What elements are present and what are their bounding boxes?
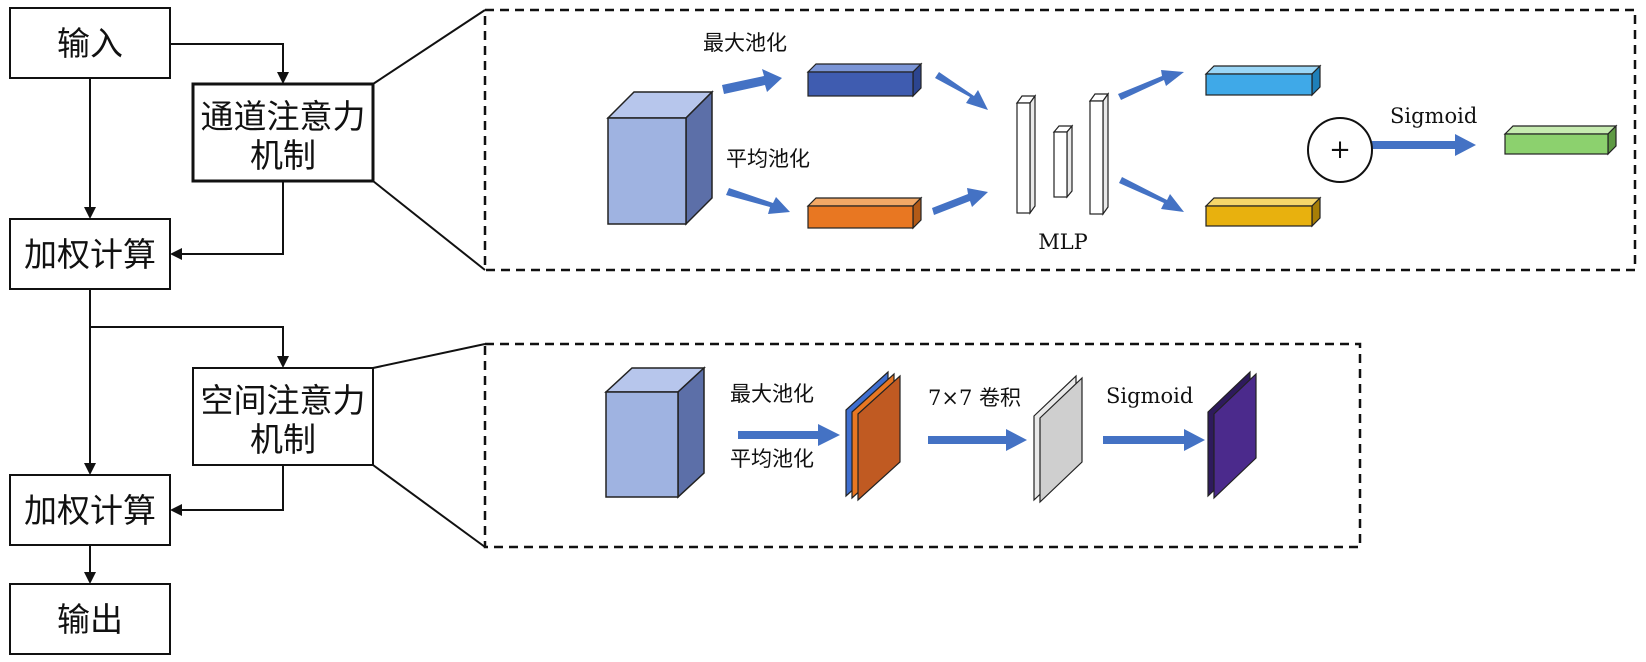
arrow-sum-to-sigmoid (1372, 134, 1476, 156)
spatial-avg-pool-label: 平均池化 (730, 447, 814, 471)
arrow-mlp-to-bottom (1119, 177, 1184, 212)
zoom-line-spatial-bottom (372, 464, 486, 548)
weighted-calc-label-2: 加权计算 (24, 491, 156, 530)
arrow-cube-to-avg (726, 188, 790, 214)
spatial-sigmoid-label: Sigmoid (1106, 384, 1193, 408)
channel-detail-frame (483, 8, 1637, 272)
weighted-calc-box-1 (9, 218, 171, 290)
channel-attention-box (191, 82, 375, 183)
spatial-attention-map (1207, 370, 1257, 500)
sum-circle (1307, 117, 1373, 183)
arrow-pooled-to-conv (928, 429, 1027, 451)
bar-mlp-out-top (1204, 64, 1322, 97)
arrow-avg-to-mlp (932, 188, 988, 215)
channel-feature-cube (606, 90, 714, 226)
channel-blue-arrows (722, 69, 1476, 215)
input-label: 输入 (57, 24, 123, 63)
mlp-layers (1015, 92, 1110, 216)
conv-output-map (1033, 374, 1083, 504)
arrow-mlp-to-top (1118, 70, 1184, 100)
input-box (9, 7, 171, 79)
arrow-spatial-to-weighted2 (170, 465, 284, 516)
zoom-line-channel-bottom (372, 180, 486, 271)
mlp-label: MLP (1038, 230, 1088, 254)
zoom-line-spatial-top (372, 343, 486, 369)
arrow-conv-to-sigmoid (1103, 429, 1205, 451)
bar-channel-weights (1503, 124, 1618, 156)
channel-avg-pool-label: 平均池化 (726, 147, 810, 171)
spatial-attention-label-2: 机制 (250, 420, 316, 459)
spatial-attention-box (192, 367, 374, 466)
spatial-max-pool-label: 最大池化 (730, 382, 814, 406)
arrow-weighted1-to-spatial (90, 326, 289, 368)
bar-max-pool (806, 62, 923, 98)
weighted-calc-label-1: 加权计算 (24, 235, 156, 274)
zoom-line-channel-top (372, 9, 486, 85)
arrow-cube-to-max (722, 69, 782, 94)
bar-avg-pool (806, 196, 923, 230)
arrow-max-to-mlp (935, 72, 988, 110)
channel-attention-label-1: 通道注意力 (201, 97, 366, 136)
spatial-feature-cube (604, 366, 706, 499)
flow-chart: 输入 通道注意力 机制 加权计算 空间注意力 机制 加权计算 输出 (9, 7, 486, 655)
conv-label: 7×7 卷积 (928, 386, 1021, 410)
output-label: 输出 (57, 600, 123, 639)
arrow-channel-to-weighted1 (170, 181, 284, 260)
sum-symbol: + (1329, 135, 1351, 165)
channel-attention-detail: 最大池化 平均池化 (483, 8, 1637, 272)
spatial-attention-detail: 最大池化 平均池化 7×7 卷积 Sigmoid (483, 342, 1362, 549)
channel-attention-label-2: 机制 (250, 136, 316, 175)
arrow-cube-to-pooled (738, 424, 840, 446)
spatial-blue-arrows (738, 424, 1205, 451)
arrow-input-to-channel (170, 43, 289, 84)
pooled-feature-maps (845, 370, 901, 502)
spatial-attention-label-1: 空间注意力 (201, 381, 366, 420)
channel-sigmoid-label: Sigmoid (1390, 104, 1477, 128)
output-box (9, 583, 171, 655)
spatial-detail-frame (483, 342, 1362, 549)
bar-mlp-out-bottom (1204, 196, 1322, 228)
channel-max-pool-label: 最大池化 (703, 31, 787, 55)
